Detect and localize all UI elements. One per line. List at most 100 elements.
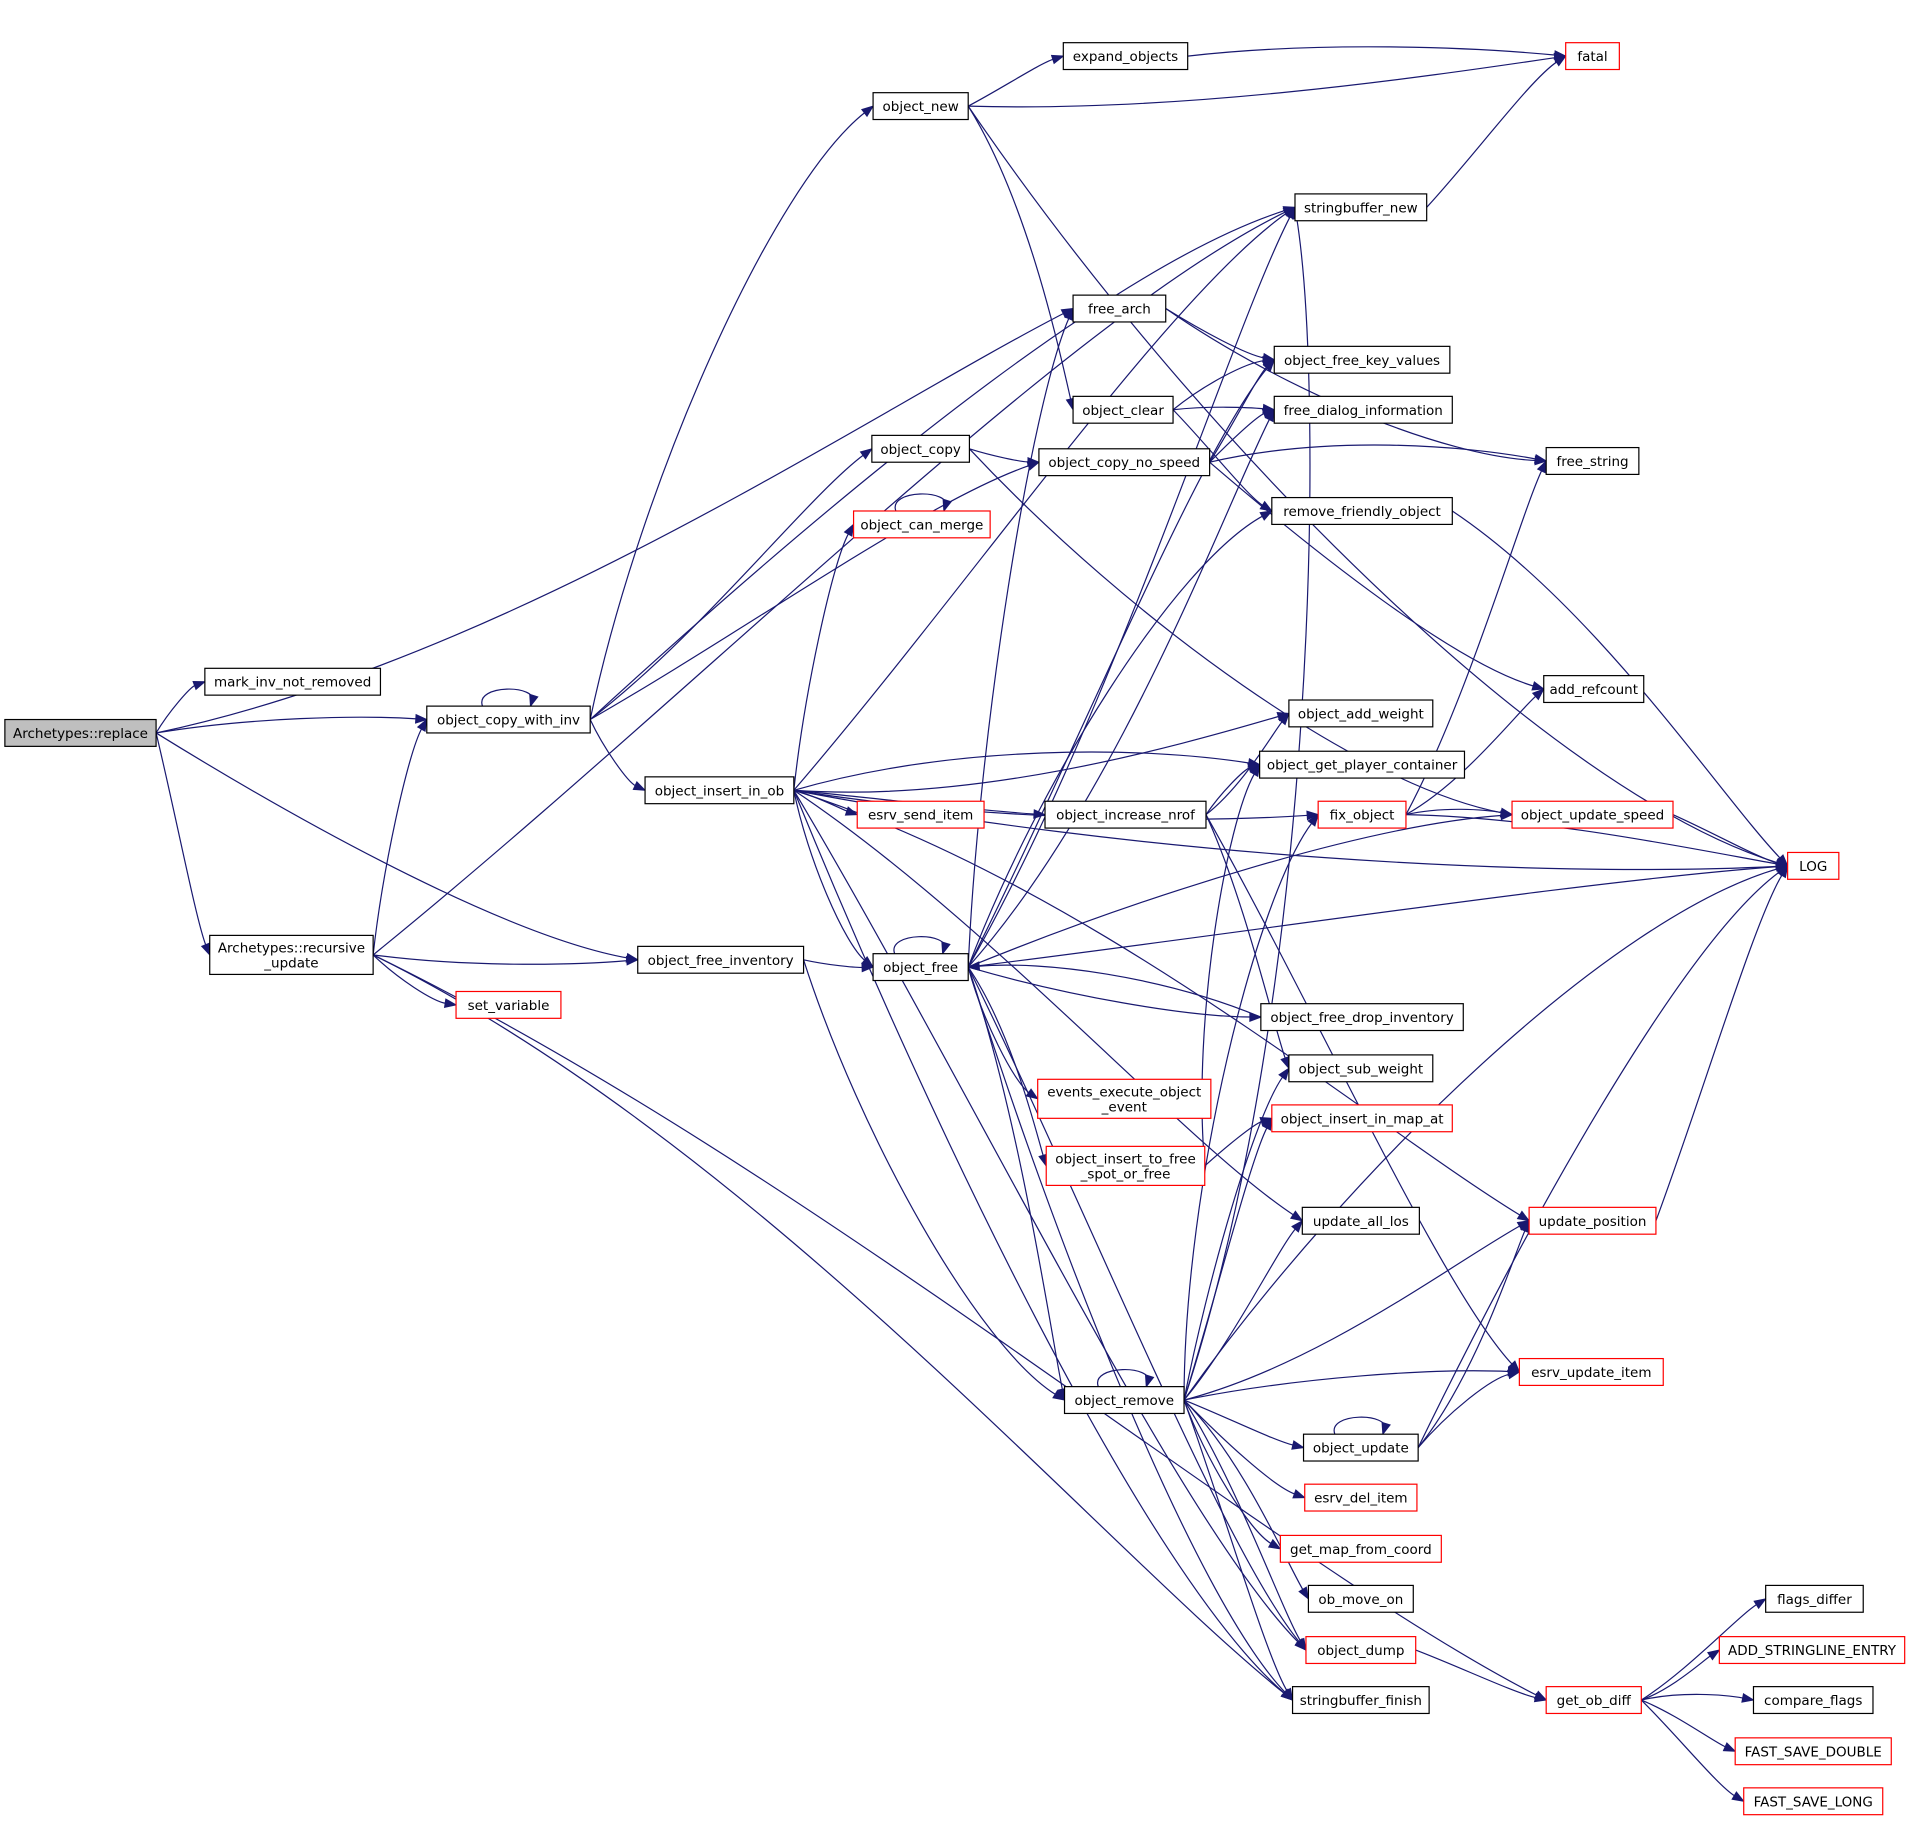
- node-object-remove[interactable]: object_remove: [1063, 1386, 1185, 1415]
- node-get-ob-diff[interactable]: get_ob_diff: [1545, 1686, 1642, 1715]
- node-free-dialog[interactable]: free_dialog_information: [1273, 395, 1453, 424]
- node-insert-in-ob[interactable]: object_insert_in_ob: [644, 776, 795, 805]
- node-label: FAST_SAVE_LONG: [1754, 1794, 1873, 1810]
- node-compare-flags[interactable]: compare_flags: [1752, 1686, 1874, 1715]
- edge-arrowhead: [1259, 510, 1274, 521]
- edge-line: [1183, 1399, 1304, 1591]
- node-copy-with-inv[interactable]: object_copy_with_inv: [426, 705, 591, 734]
- node-replace[interactable]: Archetypes::replace: [4, 718, 157, 747]
- node-free-inventory[interactable]: object_free_inventory: [637, 945, 805, 974]
- edge-arrowhead: [1267, 1538, 1282, 1550]
- edge-line: [967, 515, 1264, 968]
- node-label: object_get_player_container: [1267, 758, 1458, 774]
- node-label: object_clear: [1082, 403, 1164, 419]
- edge-recursive_update-to-set_variable: [372, 954, 458, 1009]
- node-box: [1543, 675, 1645, 704]
- node-label: object_insert_in_map_at: [1281, 1111, 1444, 1127]
- node-add-weight[interactable]: object_add_weight: [1288, 699, 1434, 728]
- edge-insert_in_ob-to-add_weight: [793, 711, 1291, 793]
- node-esrv-update-item[interactable]: esrv_update_item: [1518, 1357, 1664, 1387]
- node-insert-to-free-spot[interactable]: object_insert_to_free_spot_or_free: [1045, 1145, 1206, 1186]
- node-add-stringline[interactable]: ADD_STRINGLINE_ENTRY: [1718, 1636, 1906, 1665]
- edge-arrowhead: [1381, 1421, 1391, 1436]
- node-update-all-los[interactable]: update_all_los: [1301, 1206, 1420, 1235]
- edge-line: [155, 684, 196, 734]
- edge-arrowhead: [414, 713, 429, 724]
- node-object-free[interactable]: object_free: [872, 953, 969, 982]
- edge-line: [1417, 871, 1780, 1448]
- edge-replace-to-mark_inv: [155, 681, 207, 734]
- node-object-clear[interactable]: object_clear: [1072, 395, 1174, 424]
- edge-line: [1205, 720, 1283, 816]
- node-get-map-from-coord[interactable]: get_map_from_coord: [1279, 1534, 1442, 1563]
- node-label: remove_friendly_object: [1283, 504, 1441, 520]
- edge-line: [1183, 1399, 1272, 1545]
- edge-object_remove-to-update_all_los: [1183, 1219, 1304, 1401]
- edge-line: [793, 532, 850, 791]
- node-remove-friendly[interactable]: remove_friendly_object: [1271, 496, 1453, 526]
- node-box: [1752, 1686, 1874, 1715]
- edge-arrowhead: [1741, 1693, 1755, 1703]
- node-update-speed[interactable]: object_update_speed: [1511, 800, 1674, 829]
- node-object-new[interactable]: object_new: [872, 92, 969, 121]
- node-box: [1528, 1206, 1657, 1235]
- node-insert-in-map-at[interactable]: object_insert_in_map_at: [1271, 1104, 1453, 1133]
- node-fast-save-double[interactable]: FAST_SAVE_DOUBLE: [1734, 1737, 1892, 1766]
- node-free-key-values[interactable]: object_free_key_values: [1273, 345, 1451, 374]
- edge-line: [1415, 1649, 1537, 1699]
- node-label: object_remove: [1074, 1393, 1174, 1409]
- edge-arrowhead: [1531, 688, 1545, 701]
- node-object-update[interactable]: object_update: [1302, 1433, 1419, 1462]
- node-label: ob_move_on: [1318, 1592, 1403, 1608]
- node-free-arch[interactable]: free_arch: [1072, 294, 1167, 323]
- edge-increase_nrof-to-esrv_update_item: [1205, 814, 1521, 1374]
- node-LOG[interactable]: LOG: [1787, 851, 1840, 880]
- node-can-merge[interactable]: object_can_merge: [852, 510, 991, 539]
- node-free-drop-inventory[interactable]: object_free_drop_inventory: [1260, 1003, 1464, 1032]
- edge-line: [1405, 695, 1537, 816]
- node-update-position[interactable]: update_position: [1528, 1206, 1657, 1235]
- edge-line: [803, 959, 864, 969]
- edge-expand_objects-to-fatal: [1187, 46, 1568, 60]
- edge-line: [372, 954, 1538, 1697]
- node-fix-object[interactable]: fix_object: [1317, 800, 1407, 829]
- node-label: object_free_drop_inventory: [1270, 1010, 1453, 1026]
- node-stringbuffer-finish[interactable]: stringbuffer_finish: [1291, 1686, 1430, 1715]
- node-label: free_arch: [1088, 302, 1151, 318]
- edge-line: [893, 936, 946, 954]
- node-recursive-update[interactable]: Archetypes::recursive_update: [209, 934, 374, 976]
- node-set-variable[interactable]: set_variable: [455, 990, 562, 1019]
- node-fast-save-long[interactable]: FAST_SAVE_LONG: [1743, 1787, 1884, 1816]
- node-ob-move-on[interactable]: ob_move_on: [1307, 1584, 1414, 1613]
- node-get-player-container[interactable]: object_get_player_container: [1259, 750, 1466, 779]
- node-stringbuffer-new[interactable]: stringbuffer_new: [1294, 193, 1428, 222]
- edge-object_remove-to-update_position: [1183, 1220, 1531, 1401]
- node-esrv-del-item[interactable]: esrv_del_item: [1304, 1483, 1418, 1512]
- node-object-dump[interactable]: object_dump: [1305, 1636, 1417, 1665]
- call-edges: [155, 46, 1790, 1802]
- edge-arrowhead: [416, 718, 428, 732]
- node-events-execute[interactable]: events_execute_object_event: [1037, 1078, 1212, 1119]
- node-mark-inv[interactable]: mark_inv_not_removed: [204, 667, 382, 696]
- node-label: update_all_los: [1313, 1214, 1409, 1230]
- node-box: [1288, 699, 1434, 728]
- edge-arrowhead: [529, 693, 539, 708]
- edge-line: [1205, 814, 1513, 1366]
- node-expand-objects[interactable]: expand_objects: [1062, 42, 1189, 71]
- node-flags-differ[interactable]: flags_differ: [1765, 1584, 1864, 1613]
- node-fatal[interactable]: fatal: [1565, 42, 1620, 71]
- edge-line: [793, 715, 1280, 793]
- edge-arrowhead: [861, 962, 875, 973]
- node-sub-weight[interactable]: object_sub_weight: [1288, 1054, 1434, 1083]
- edge-copy_with_inv-to-object_copy: [589, 447, 873, 721]
- edge-object_new-to-object_clear: [967, 105, 1076, 412]
- edge-get_ob_diff-to-fast_save_long: [1640, 1699, 1745, 1802]
- node-box: [872, 953, 969, 982]
- edge-insert_in_ob-to-object_dump: [793, 789, 1307, 1652]
- node-add-refcount[interactable]: add_refcount: [1543, 675, 1645, 704]
- node-copy-no-speed[interactable]: object_copy_no_speed: [1038, 448, 1211, 477]
- node-esrv-send-item[interactable]: esrv_send_item: [856, 800, 985, 829]
- node-increase-nrof[interactable]: object_increase_nrof: [1044, 800, 1207, 829]
- node-free-string[interactable]: free_string: [1545, 446, 1640, 476]
- node-object-copy[interactable]: object_copy: [871, 434, 971, 463]
